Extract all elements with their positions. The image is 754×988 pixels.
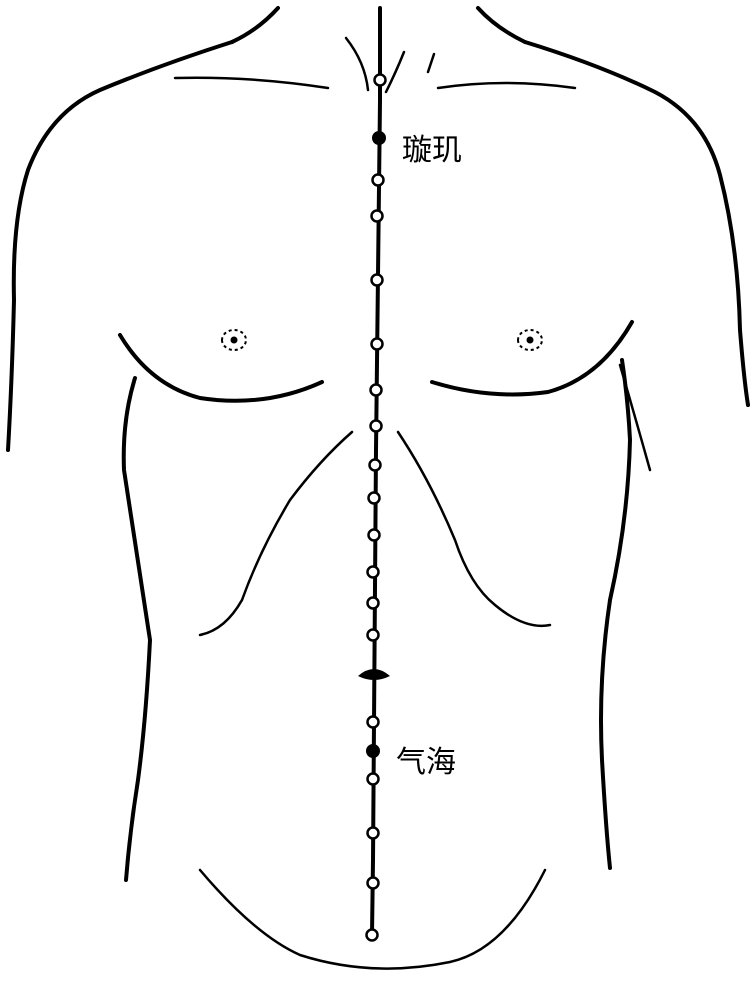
acupoint <box>366 772 380 786</box>
acupoint <box>366 596 380 610</box>
acupoint <box>373 73 387 87</box>
navel-marker <box>358 669 390 680</box>
acupoint <box>371 173 385 187</box>
acupoint <box>367 528 381 542</box>
label-xuanji: 璇玑 <box>402 133 462 168</box>
acupoint <box>367 491 381 505</box>
acupoint <box>370 209 384 223</box>
acupoints <box>365 73 387 942</box>
neck-outline <box>230 6 527 94</box>
acupoint <box>366 565 380 579</box>
acupoint <box>369 419 383 433</box>
chest-outline <box>118 320 634 403</box>
acupoint-xuanji <box>372 131 386 145</box>
torso-sides-outline <box>121 358 652 882</box>
acupoint <box>366 876 380 890</box>
acupoint <box>366 826 380 840</box>
lower-abdomen-outline <box>198 868 547 970</box>
acupoint <box>366 628 380 642</box>
acupoint <box>370 337 384 351</box>
acupoint <box>369 383 383 397</box>
acupoint <box>370 273 384 287</box>
acupoint <box>366 715 380 729</box>
abdomen-lines <box>198 430 552 637</box>
collarbones <box>173 76 577 90</box>
acupoint <box>368 458 382 472</box>
shoulders-arms-outline <box>6 40 750 452</box>
acupoint <box>365 928 379 942</box>
acupoint-qihai <box>366 744 380 758</box>
label-qihai: 气海 <box>396 745 456 780</box>
